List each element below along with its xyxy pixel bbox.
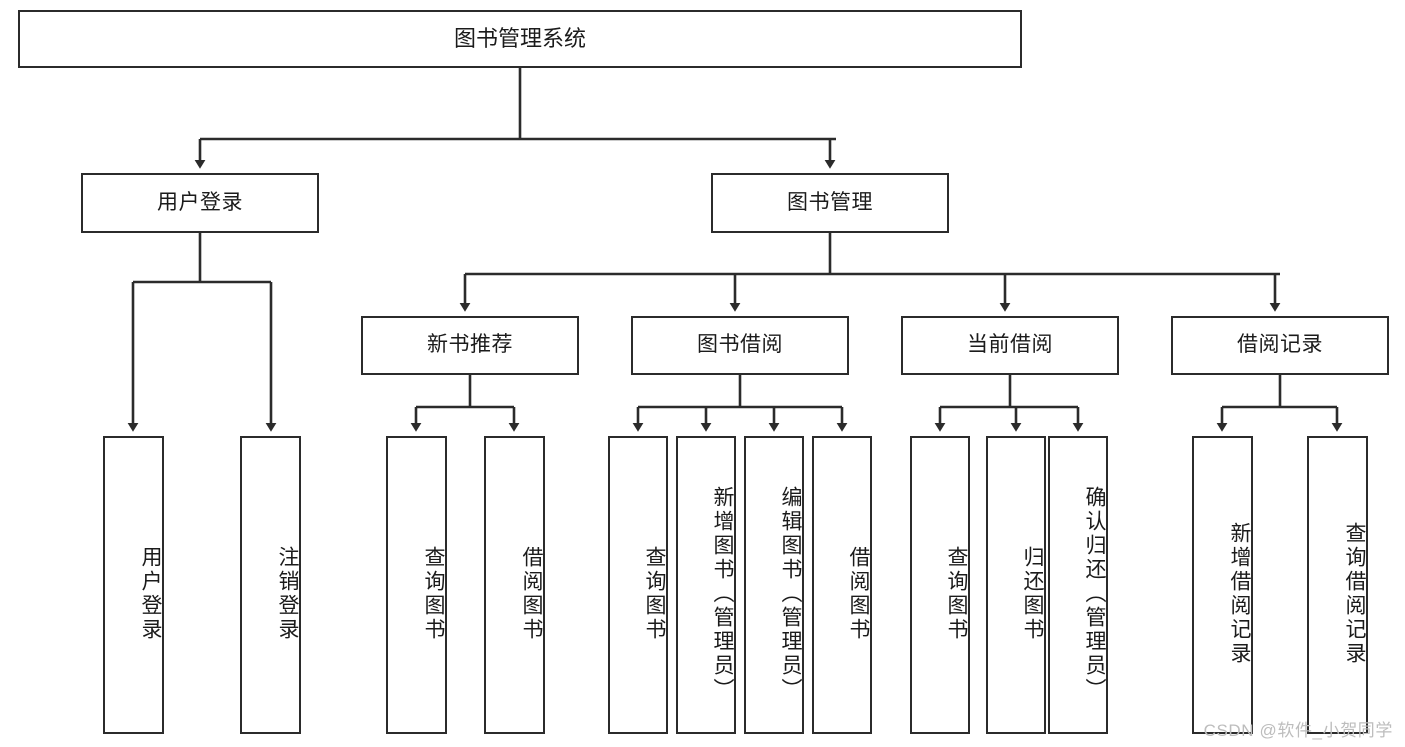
node-user-login[interactable]: 用户登录 bbox=[81, 173, 319, 233]
node-root[interactable]: 图书管理系统 bbox=[18, 10, 1022, 68]
leaf-edit-book-admin-label: 编辑图书（管理员） bbox=[779, 486, 802, 702]
leaf-query-borrow-record-label: 查询借阅记录 bbox=[1343, 522, 1366, 666]
leaf-query-book-borrow-label: 查询图书 bbox=[643, 546, 666, 642]
node-current-borrow-label: 当前借阅 bbox=[967, 333, 1053, 357]
leaf-query-book-current-label: 查询图书 bbox=[945, 546, 968, 642]
node-user-login-label: 用户登录 bbox=[157, 190, 243, 214]
leaf-add-borrow-record[interactable]: 新增借阅记录 bbox=[1192, 436, 1253, 734]
node-new-book-recommend[interactable]: 新书推荐 bbox=[361, 316, 579, 375]
leaf-confirm-return-admin-label: 确认归还（管理员） bbox=[1083, 486, 1106, 702]
leaf-borrow-book-recommend-label: 借阅图书 bbox=[520, 546, 543, 642]
leaf-add-book-admin[interactable]: 新增图书（管理员） bbox=[676, 436, 736, 734]
leaf-borrow-book[interactable]: 借阅图书 bbox=[812, 436, 872, 734]
node-book-management-label: 图书管理 bbox=[787, 190, 873, 214]
node-borrow-record-label: 借阅记录 bbox=[1237, 333, 1323, 357]
node-book-management[interactable]: 图书管理 bbox=[711, 173, 949, 233]
leaf-logout-login-label: 注销登录 bbox=[276, 546, 299, 642]
watermark: CSDN @软件_小贺同学 bbox=[1203, 721, 1393, 740]
leaf-edit-book-admin[interactable]: 编辑图书（管理员） bbox=[744, 436, 804, 734]
leaf-logout-login[interactable]: 注销登录 bbox=[240, 436, 301, 734]
node-borrow-record[interactable]: 借阅记录 bbox=[1171, 316, 1389, 375]
leaf-confirm-return-admin[interactable]: 确认归还（管理员） bbox=[1048, 436, 1108, 734]
node-book-borrow[interactable]: 图书借阅 bbox=[631, 316, 849, 375]
node-new-book-recommend-label: 新书推荐 bbox=[427, 333, 513, 357]
node-current-borrow[interactable]: 当前借阅 bbox=[901, 316, 1119, 375]
leaf-user-login-label: 用户登录 bbox=[139, 546, 162, 642]
leaf-borrow-book-recommend[interactable]: 借阅图书 bbox=[484, 436, 545, 734]
leaf-query-book-recommend-label: 查询图书 bbox=[422, 546, 445, 642]
node-book-borrow-label: 图书借阅 bbox=[697, 333, 783, 357]
leaf-return-book-label: 归还图书 bbox=[1021, 546, 1044, 642]
leaf-borrow-book-label: 借阅图书 bbox=[847, 546, 870, 642]
leaf-query-book-recommend[interactable]: 查询图书 bbox=[386, 436, 447, 734]
leaf-add-borrow-record-label: 新增借阅记录 bbox=[1228, 522, 1251, 666]
leaf-query-book-current[interactable]: 查询图书 bbox=[910, 436, 970, 734]
leaf-return-book[interactable]: 归还图书 bbox=[986, 436, 1046, 734]
leaf-query-borrow-record[interactable]: 查询借阅记录 bbox=[1307, 436, 1368, 734]
leaf-query-book-borrow[interactable]: 查询图书 bbox=[608, 436, 668, 734]
leaf-add-book-admin-label: 新增图书（管理员） bbox=[711, 486, 734, 702]
leaf-user-login[interactable]: 用户登录 bbox=[103, 436, 164, 734]
node-root-label: 图书管理系统 bbox=[453, 26, 586, 52]
